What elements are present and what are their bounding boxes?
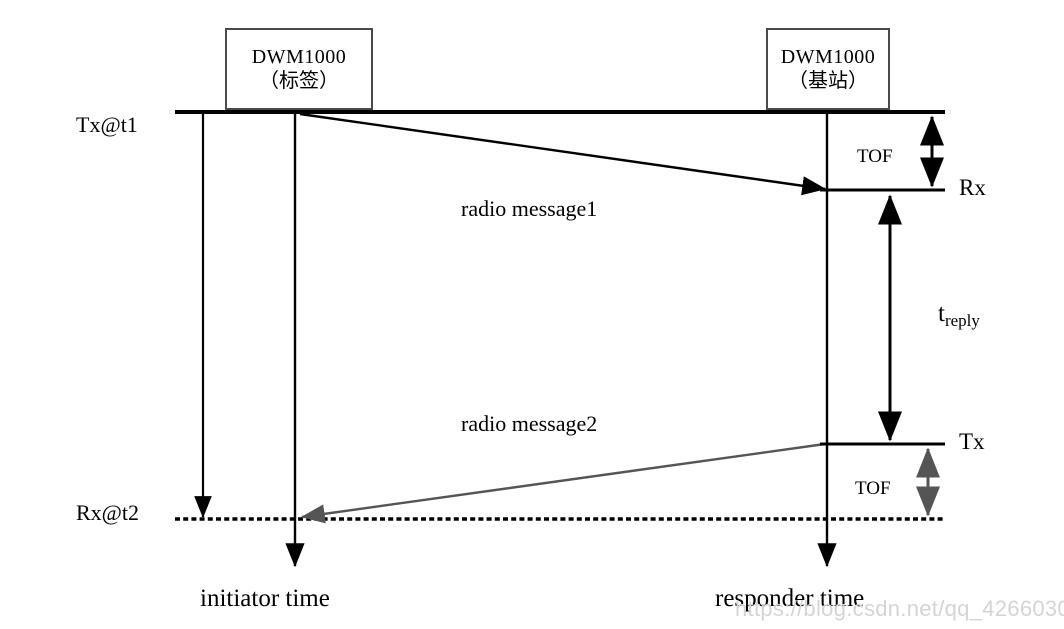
radio-message2-arrow — [300, 442, 826, 524]
node-responder-role: （基站） — [788, 70, 868, 92]
label-initiator-time: initiator time — [200, 585, 330, 612]
csdn-watermark: https://blog.csdn.net/qq_42660303 — [735, 596, 1064, 621]
node-box-initiator[interactable]: DWM1000 （标签） — [225, 28, 373, 110]
label-radio-message1: radio message1 — [461, 196, 598, 221]
label-radio-message2: radio message2 — [461, 411, 598, 436]
node-initiator-model: DWM1000 — [251, 45, 347, 68]
node-responder-model: DWM1000 — [780, 45, 876, 68]
radio-message1-arrow — [299, 112, 827, 196]
label-rx-t2: Rx@t2 — [76, 500, 140, 525]
node-box-responder[interactable]: DWM1000 （基站） — [766, 28, 890, 110]
node-initiator-role: （标签） — [259, 70, 339, 92]
label-responder-time: responder time — [715, 585, 865, 612]
label-tx: Tx — [959, 429, 985, 454]
label-tof-upper: TOF — [857, 146, 893, 167]
label-tx-t1: Tx@t1 — [76, 112, 138, 137]
label-tof-lower: TOF — [855, 478, 891, 499]
label-t-reply: treply — [938, 300, 980, 331]
t-reply-subscript: reply — [944, 311, 980, 331]
label-rx: Rx — [959, 175, 986, 200]
t-reply-base: t — [938, 300, 945, 327]
